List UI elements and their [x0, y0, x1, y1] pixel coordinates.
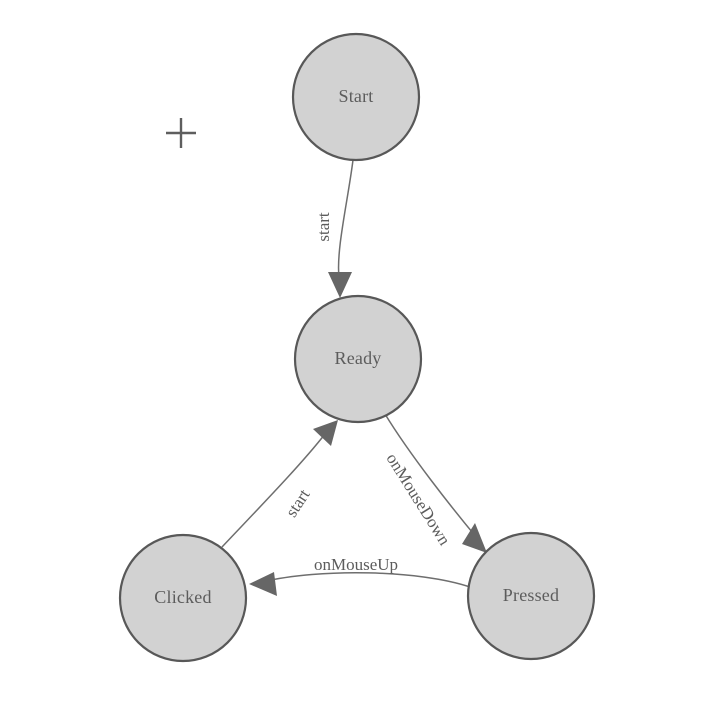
node-ready-label: Ready [335, 348, 382, 368]
node-ready-circle[interactable] [293, 294, 423, 424]
edge-ready-to-pressed[interactable]: onMouseDown [383, 413, 487, 553]
edge-path-ready-to-pressed[interactable] [384, 413, 478, 539]
edge-label-pressed-to-clicked: onMouseUp [314, 555, 398, 574]
arrowhead-into-ready-from-clicked [313, 420, 338, 446]
edge-path-clicked-to-ready[interactable] [221, 433, 326, 548]
arrowhead-into-clicked [249, 572, 277, 596]
arrowhead-into-pressed [462, 523, 487, 553]
edge-path-start-to-ready[interactable] [337, 159, 354, 278]
edge-label-start-to-ready: start [314, 212, 333, 242]
node-start-circle[interactable] [291, 32, 421, 162]
node-clicked[interactable]: Clicked [118, 533, 248, 663]
node-pressed[interactable]: Pressed [466, 531, 596, 661]
plus-marker [166, 118, 196, 148]
node-clicked-circle[interactable] [118, 533, 248, 663]
node-start-label: Start [339, 86, 374, 106]
edge-clicked-to-ready[interactable]: start [221, 420, 338, 548]
node-start[interactable]: Start [291, 32, 421, 162]
edge-path-pressed-to-clicked[interactable] [261, 572, 471, 588]
node-clicked-label: Clicked [154, 587, 211, 607]
arrowhead-into-ready-from-start [328, 272, 352, 298]
node-ready[interactable]: Ready [293, 294, 423, 424]
edge-pressed-to-clicked[interactable]: onMouseUp [249, 555, 471, 596]
edge-label-clicked-to-ready: start [282, 485, 314, 520]
node-pressed-label: Pressed [503, 585, 559, 605]
edge-start-to-ready[interactable]: start [314, 159, 354, 298]
node-pressed-circle[interactable] [466, 531, 596, 661]
